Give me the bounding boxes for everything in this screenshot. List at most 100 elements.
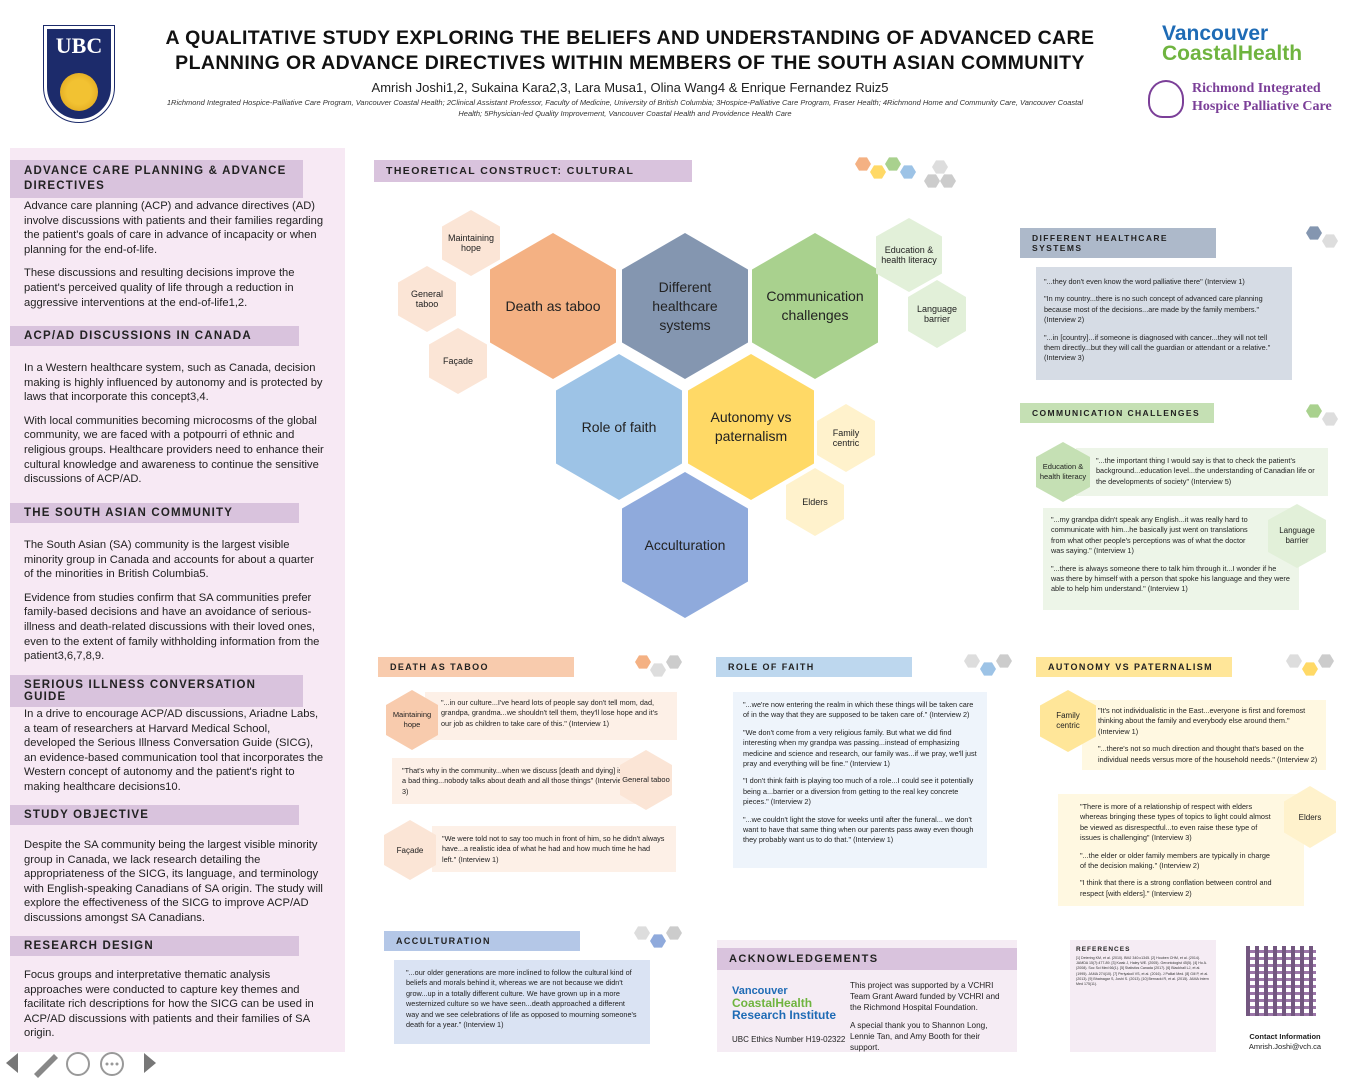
systems-quote-3: "...in [country]...if someone is diagnos… xyxy=(1044,332,1271,363)
sicg-section: In a drive to encourage ACP/AD discussio… xyxy=(24,707,324,804)
acp-heading: ADVANCE CARE PLANNING & ADVANCE DIRECTIV… xyxy=(10,160,303,198)
authors: Amrish Joshi1,2, Sukaina Kara2,3, Lara M… xyxy=(371,80,889,95)
acp-section: Advance care planning (ACP) and advance … xyxy=(24,199,324,319)
hex-decoration-icon xyxy=(964,654,980,668)
rih-line-2: Hospice Palliative Care xyxy=(1192,99,1332,114)
left-column xyxy=(10,148,345,1052)
comm-quote-2: "...my grandpa didn't speak any English.… xyxy=(1051,515,1248,556)
hex-decoration-icon xyxy=(996,654,1012,668)
objective-paragraph: Despite the SA community being the large… xyxy=(24,839,323,924)
viewer-toolbar-icons xyxy=(6,1052,156,1078)
poster-title: A QUALITATIVE STUDY EXPLORING THE BELIEF… xyxy=(150,26,1110,76)
affiliations: 1Richmond Integrated Hospice-Palliative … xyxy=(166,98,1084,118)
hex-decoration-icon xyxy=(1306,404,1322,418)
autonomy-quote-3: "There is more of a relationship of resp… xyxy=(1080,802,1271,843)
construct-heading: THEORETICAL CONSTRUCT: CULTURAL xyxy=(374,160,692,182)
faith-heading: ROLE OF FAITH xyxy=(716,657,912,677)
systems-heading: DIFFERENT HEALTHCARE SYSTEMS xyxy=(1020,228,1216,258)
hex-family-centric: Family centric xyxy=(817,404,875,472)
vch-logo: Vancouver CoastalHealth xyxy=(1162,23,1302,64)
comm-edu-label-hex: Education & health literacy xyxy=(1036,442,1090,502)
autonomy-quote-box-2: "There is more of a relationship of resp… xyxy=(1058,794,1304,906)
ubc-sun-emblem xyxy=(60,73,98,111)
qr-code-icon[interactable] xyxy=(1246,946,1316,1016)
hex-decoration-icon xyxy=(900,165,916,179)
ubc-logo: UBC xyxy=(43,25,115,123)
death-quote-box-3: "We were told not to say too much in fro… xyxy=(432,826,676,872)
hospice-emblem-icon xyxy=(1148,80,1184,118)
references-list: [1] Detering KM, et al. (2010). BMJ 340:… xyxy=(1076,956,1209,987)
systems-quote-1: "...they don't even know the word pallia… xyxy=(1044,277,1245,286)
canada-heading: ACP/AD DISCUSSIONS IN CANADA xyxy=(10,326,299,346)
hex-decoration-icon xyxy=(1306,226,1322,240)
systems-quotes-box: "...they don't even know the word pallia… xyxy=(1036,267,1292,380)
death-facade-label-hex: Façade xyxy=(384,820,436,880)
acp-paragraph-1: Advance care planning (ACP) and advance … xyxy=(24,200,324,256)
hex-decoration-icon xyxy=(635,655,651,669)
pen-icon[interactable] xyxy=(34,1054,58,1078)
contact-email[interactable]: Amrish.Joshi@vch.ca xyxy=(1248,1042,1322,1051)
contact-info: Contact Information Amrish.Joshi@vch.ca xyxy=(1230,1032,1340,1052)
faith-quote-2: "We don't come from a very religious fam… xyxy=(743,727,977,769)
autonomy-quote-2: "...there's not so much direction and th… xyxy=(1098,744,1318,764)
hex-different-healthcare-systems: Different healthcare systems xyxy=(622,233,748,379)
contact-label: Contact Information xyxy=(1249,1032,1321,1041)
canada-paragraph-1: In a Western healthcare system, such as … xyxy=(24,362,323,404)
more-options-icon[interactable] xyxy=(100,1052,124,1076)
slides-icon[interactable] xyxy=(66,1052,90,1076)
hex-decoration-icon xyxy=(870,165,886,179)
objective-section: Despite the SA community being the large… xyxy=(24,838,324,935)
hex-elders: Elders xyxy=(786,468,844,536)
references-heading: REFERENCES xyxy=(1076,946,1131,953)
acculturation-quote-box: "...our older generations are more incli… xyxy=(394,960,650,1044)
comm-quote-3: "...there is always someone there to tal… xyxy=(1051,563,1290,594)
research-design-heading: RESEARCH DESIGN xyxy=(10,936,299,956)
references-box: REFERENCES [1] Detering KM, et al. (2010… xyxy=(1070,940,1216,1052)
hex-decoration-icon xyxy=(666,655,682,669)
hex-decoration-icon xyxy=(932,160,948,174)
autonomy-family-label-hex: Family centric xyxy=(1040,690,1096,752)
hex-education-health-literacy: Education & health literacy xyxy=(876,218,942,292)
hex-maintaining-hope: Maintaining hope xyxy=(442,210,500,276)
sa-paragraph-1: The South Asian (SA) community is the la… xyxy=(24,539,314,581)
acp-paragraph-2: These discussions and resulting decision… xyxy=(24,267,295,309)
next-arrow-icon[interactable] xyxy=(144,1053,156,1073)
faith-quote-3: "I don't think faith is playing too much… xyxy=(743,776,974,807)
hex-acculturation: Acculturation xyxy=(622,472,748,618)
hex-decoration-icon xyxy=(980,662,996,676)
hex-decoration-icon xyxy=(1322,412,1338,426)
ack-paragraph-2: A special thank you to Shannon Long, Len… xyxy=(850,1021,988,1052)
vchri-logo-line-3: Research Institute xyxy=(732,1008,837,1022)
death-quote-box-1: "...in our culture...I've heard lots of … xyxy=(425,692,677,740)
ethics-number: UBC Ethics Number H19-02322 xyxy=(732,1035,846,1044)
comm-quote-box-1: "...the important thing I would say is t… xyxy=(1076,448,1328,496)
hex-decoration-icon xyxy=(650,663,666,677)
hex-role-of-faith: Role of faith xyxy=(556,354,682,500)
canada-paragraph-2: With local communities becoming microcos… xyxy=(24,414,324,486)
ack-paragraph-1: This project was supported by a VCHRI Te… xyxy=(850,981,1000,1012)
faith-quote-4: "...we couldn't light the stove for week… xyxy=(743,814,974,845)
hex-decoration-icon xyxy=(885,157,901,171)
canada-section: In a Western healthcare system, such as … xyxy=(24,361,324,496)
acculturation-heading: ACCULTURATION xyxy=(384,931,580,951)
hex-communication-challenges: Communication challenges xyxy=(752,233,878,379)
research-design-section: Focus groups and interpretative thematic… xyxy=(24,968,324,1050)
autonomy-quote-5: "I think that there is a strong conflati… xyxy=(1080,878,1272,898)
hex-decoration-icon xyxy=(1302,662,1318,676)
vchri-logo-line-1: Vancouver xyxy=(732,985,788,997)
vchri-logo: Vancouver CoastalHealth Research Institu… xyxy=(732,985,836,1021)
sicg-paragraph: In a drive to encourage ACP/AD discussio… xyxy=(24,708,324,793)
hex-decoration-icon xyxy=(855,157,871,171)
title-line-1: A QUALITATIVE STUDY EXPLORING THE BELIEF… xyxy=(165,27,1095,49)
objective-heading: STUDY OBJECTIVE xyxy=(10,805,299,825)
autonomy-heading: AUTONOMY VS PATERNALISM xyxy=(1036,657,1232,677)
death-taboo-label-hex: General taboo xyxy=(620,750,672,810)
ack-text: This project was supported by a VCHRI Te… xyxy=(850,980,1008,1053)
prev-arrow-icon[interactable] xyxy=(6,1053,18,1073)
sa-heading: THE SOUTH ASIAN COMMUNITY xyxy=(10,503,299,523)
hex-death-as-taboo: Death as taboo xyxy=(490,233,616,379)
rih-line-1: Richmond Integrated xyxy=(1192,81,1321,96)
hex-facade: Façade xyxy=(429,328,487,394)
research-design-paragraph: Focus groups and interpretative thematic… xyxy=(24,969,314,1040)
title-line-2: PLANNING OR ADVANCE DIRECTIVES WITHIN ME… xyxy=(175,52,1085,74)
